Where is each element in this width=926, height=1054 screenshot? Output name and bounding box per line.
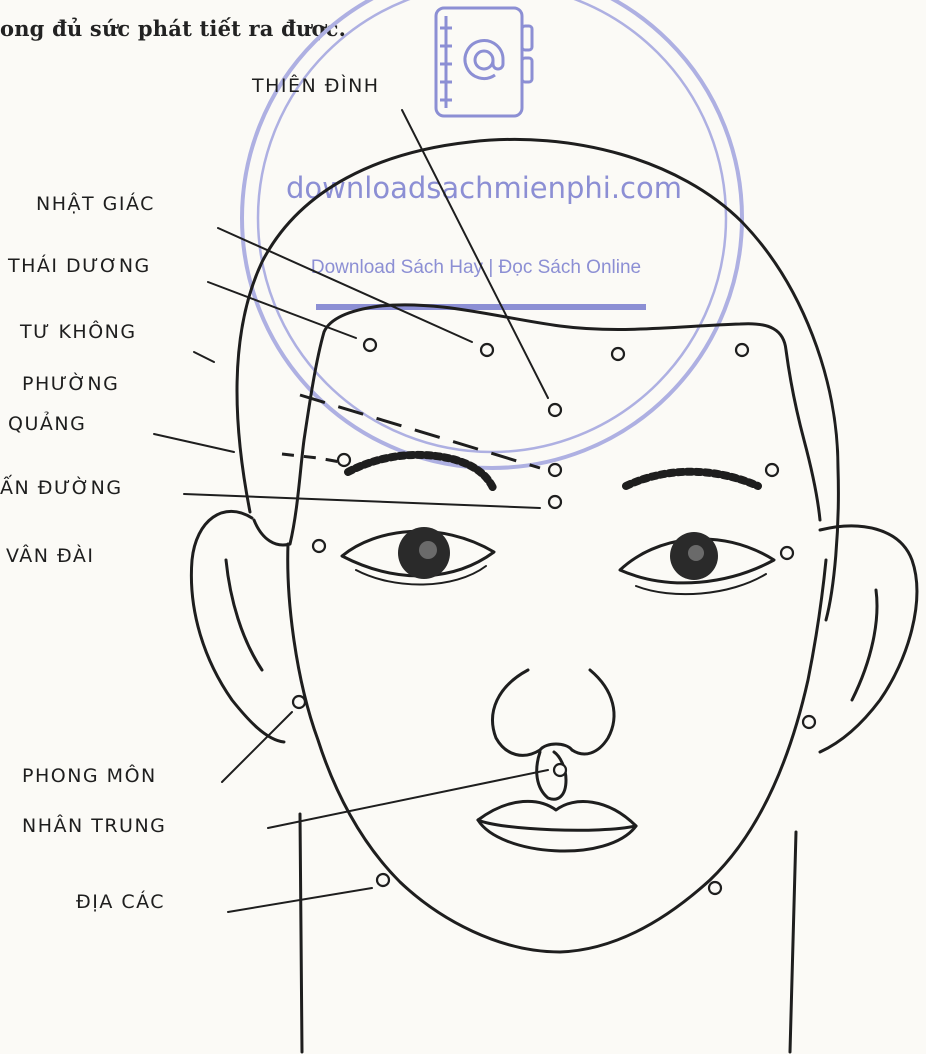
- leader-phuong-quang: [154, 434, 234, 452]
- point-phuong-quang-right: [766, 464, 778, 476]
- left-ear-inner: [226, 560, 262, 670]
- mouth-line: [478, 820, 636, 830]
- right-ear-inner: [852, 590, 877, 700]
- point-van-dai-right: [781, 547, 793, 559]
- label-thai-duong: THÁI DƯƠNG: [7, 254, 151, 277]
- label-dia-cac: ĐỊA CÁC: [76, 890, 165, 913]
- leader-nhat-giac: [218, 228, 472, 342]
- mouth: [478, 801, 636, 851]
- left-eyebrow: [348, 455, 494, 490]
- point-nhat-giac-left: [481, 344, 493, 356]
- hairline: [254, 305, 820, 545]
- nose-tip: [540, 744, 572, 750]
- leader-thien-dinh: [402, 110, 548, 398]
- watermark-ring-inner: [258, 0, 726, 452]
- watermark-tagline: Download Sách Hay | Đọc Sách Online: [311, 257, 641, 278]
- watermark-ring-outer: [242, 0, 742, 468]
- right-eyebrow: [626, 472, 758, 486]
- point-tu-khong: [549, 464, 561, 476]
- point-dia-cac-right: [709, 882, 721, 894]
- leader-an-duong: [184, 494, 540, 508]
- label-nhat-giac: NHẬT GIÁC: [36, 192, 155, 215]
- leader-nhan-trung: [268, 770, 548, 828]
- leader-tu-khong: [194, 352, 214, 362]
- neck-left: [300, 814, 302, 1052]
- label-phong-mon: PHONG MÔN: [22, 763, 157, 787]
- nose: [493, 670, 614, 799]
- face-points: [293, 339, 815, 894]
- phuong-quang-dash: [282, 454, 340, 462]
- jaw-outline: [288, 544, 826, 952]
- label-thien-dinh: THIÊN ĐÌNH: [251, 74, 380, 97]
- upper-lip: [478, 801, 636, 826]
- right-pupil-highlight: [688, 545, 704, 561]
- point-an-duong: [549, 496, 561, 508]
- label-nhan-trung: NHÂN TRUNG: [22, 814, 166, 837]
- watermark-site: downloadsachmienphi.com: [286, 171, 682, 205]
- nose-right-wing: [572, 670, 614, 754]
- label-phuong-quang-line1: PHƯỜNG: [22, 371, 119, 395]
- point-thai-duong-right: [736, 344, 748, 356]
- watermark: downloadsachmienphi.com Download Sách Ha…: [242, 0, 742, 468]
- left-pupil-highlight: [419, 541, 437, 559]
- point-nhan-trung: [554, 764, 566, 776]
- point-thien-dinh: [549, 404, 561, 416]
- leader-lines: [154, 110, 548, 912]
- point-nhat-giac-right: [612, 348, 624, 360]
- leader-phong-mon: [222, 712, 292, 782]
- label-tu-khong: TƯ KHÔNG: [19, 319, 137, 343]
- point-van-dai-left: [313, 540, 325, 552]
- neck-right: [790, 832, 796, 1052]
- address-book-at-icon: [436, 8, 532, 116]
- point-phong-mon-right: [803, 716, 815, 728]
- point-phong-mon-left: [293, 696, 305, 708]
- label-van-dai: VÂN ĐÀI: [6, 544, 95, 567]
- label-phuong-quang-line2: QUẢNG: [8, 410, 86, 435]
- eyes: [342, 527, 774, 594]
- point-dia-cac-left: [377, 874, 389, 886]
- point-phuong-quang-left: [338, 454, 350, 466]
- label-an-duong: ẤN ĐƯỜNG: [0, 474, 123, 499]
- left-ear: [191, 511, 284, 742]
- point-thai-duong-left: [364, 339, 376, 351]
- nose-left-wing: [493, 670, 540, 755]
